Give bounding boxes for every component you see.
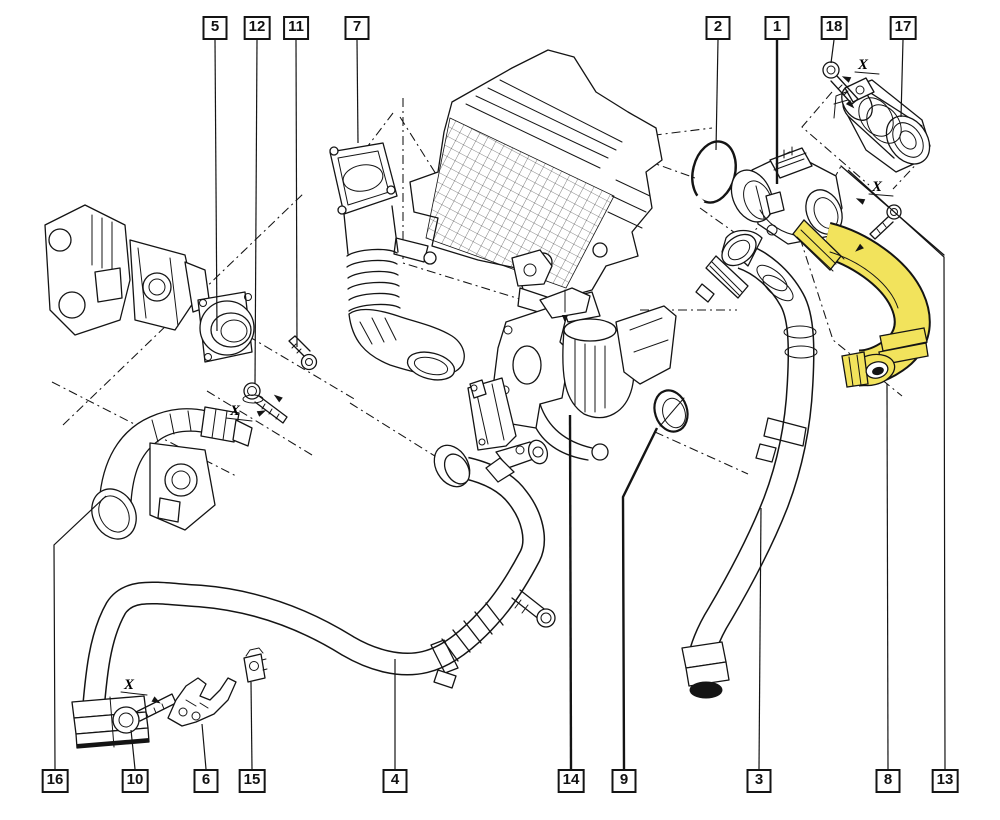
leader-line-8	[886, 383, 889, 770]
callout-1[interactable]: 1	[764, 16, 790, 40]
leader-line-13	[847, 169, 946, 770]
callout-5[interactable]: 5	[202, 16, 228, 40]
x-markers: X X X X	[120, 57, 894, 704]
leader-line-10	[130, 729, 136, 770]
leader-line-5	[214, 39, 218, 332]
turbo-hose-part8-highlighted	[792, 219, 931, 388]
engine-assembly	[393, 49, 663, 323]
callout-15[interactable]: 15	[238, 769, 266, 793]
leader-line-6	[201, 723, 207, 770]
callout-13[interactable]: 13	[931, 769, 959, 793]
callout-2[interactable]: 2	[705, 16, 731, 40]
seal-ring-part9	[653, 389, 689, 433]
callout-8[interactable]: 8	[875, 769, 901, 793]
shield-and-sensor-part14	[467, 377, 549, 483]
callout-16[interactable]: 16	[41, 769, 69, 793]
x-marker-label: X	[857, 57, 869, 73]
intercooler-hose-part3	[681, 229, 818, 699]
callout-14[interactable]: 14	[557, 769, 585, 793]
throttle-housing-assembly	[44, 204, 255, 363]
callout-17[interactable]: 17	[889, 16, 917, 40]
x-marker-label: X	[123, 677, 135, 693]
leader-line-15	[250, 681, 253, 770]
turbocharger	[493, 287, 677, 461]
clip-nut-15	[243, 647, 268, 683]
fastener-screw-11	[288, 335, 318, 371]
leader-line-7	[356, 39, 359, 144]
fastener-screw-18	[822, 61, 859, 109]
leader-line-11	[295, 39, 298, 348]
lower-air-hose-part4	[71, 444, 556, 749]
callout-9[interactable]: 9	[611, 769, 637, 793]
leader-line-16	[53, 495, 107, 770]
x-marker-label: X	[229, 403, 241, 419]
leader-line-9	[621, 427, 659, 770]
leader-line-14	[568, 414, 573, 770]
leader-line-18	[830, 39, 835, 64]
callout-11[interactable]: 11	[283, 16, 309, 40]
fastener-bolt-10	[112, 693, 177, 734]
air-flow-meter-part17	[833, 77, 931, 173]
callout-3[interactable]: 3	[746, 769, 772, 793]
callout-10[interactable]: 10	[121, 769, 149, 793]
x-marker-label: X	[871, 179, 883, 195]
callout-18[interactable]: 18	[820, 16, 848, 40]
callout-4[interactable]: 4	[382, 769, 408, 793]
support-bracket-6	[167, 677, 237, 727]
callout-12[interactable]: 12	[243, 16, 271, 40]
callout-6[interactable]: 6	[193, 769, 219, 793]
leader-line-17	[900, 39, 904, 118]
leader-line-3	[758, 507, 762, 770]
leader-line-2	[715, 39, 719, 151]
leader-lines	[53, 39, 946, 770]
leader-line-12	[254, 39, 258, 385]
intake-duct-part7	[329, 142, 465, 381]
callout-7[interactable]: 7	[344, 16, 370, 40]
air-duct-part16	[91, 406, 253, 540]
